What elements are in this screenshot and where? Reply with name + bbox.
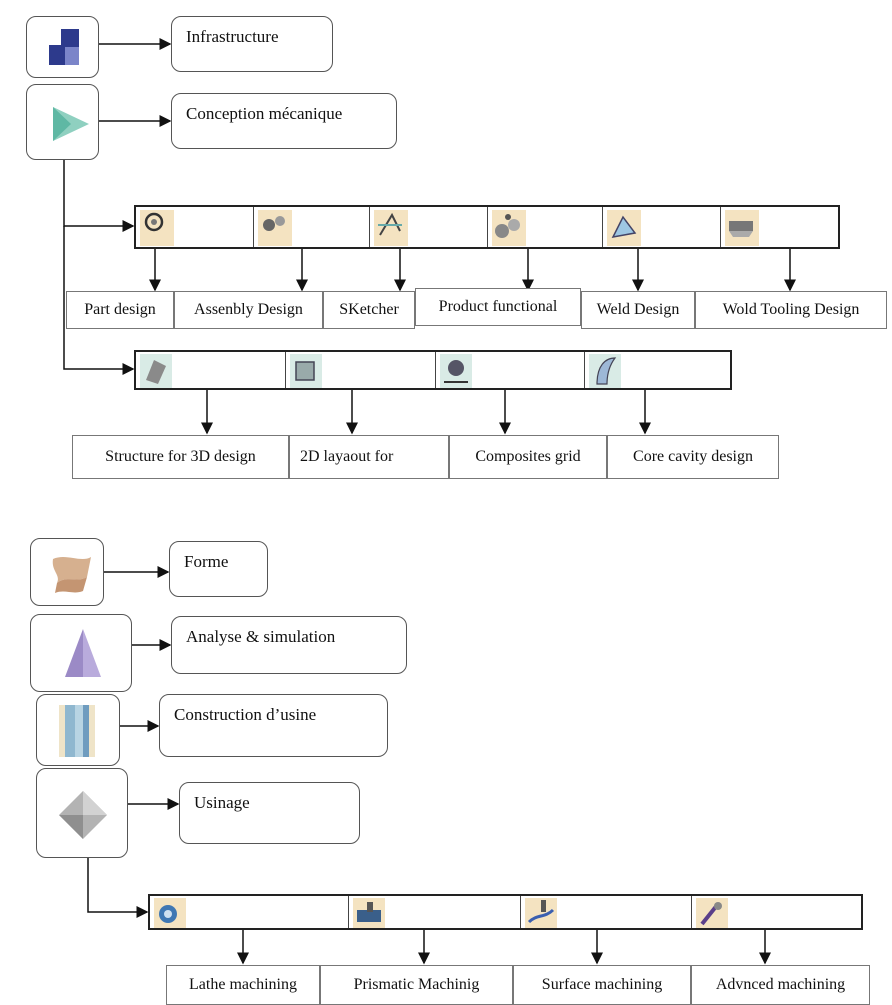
usinage-diamond-icon: [59, 791, 107, 839]
part-design-box[interactable]: Part design: [66, 291, 174, 329]
core-cavity-icon: [588, 354, 621, 388]
structure-icon: [140, 354, 172, 388]
advanced-machining-box[interactable]: Advnced machining: [691, 965, 870, 1005]
arrow-conception-row1: [63, 160, 135, 232]
conception-toolbar-2: [134, 350, 732, 390]
prismatic-machining-box[interactable]: Prismatic Machinig: [320, 965, 513, 1005]
gears-icon: [258, 210, 293, 246]
composites-grid-tool[interactable]: [436, 352, 585, 388]
usinage-label[interactable]: Usinage: [179, 782, 360, 844]
arrow-usinage-row: [87, 858, 149, 918]
gear-icon: [140, 210, 174, 246]
tooling-icon: [724, 210, 759, 246]
2d-layout-tool[interactable]: [286, 352, 436, 388]
weld-design-box[interactable]: Weld Design: [581, 291, 695, 329]
surface-machining-tool[interactable]: [521, 896, 692, 928]
sketch-icon: [374, 210, 408, 246]
arrow-conception-row2: [63, 226, 135, 375]
conception-module-box[interactable]: [26, 84, 99, 160]
construction-module-box[interactable]: [36, 694, 120, 766]
lathe-machining-tool[interactable]: [150, 896, 350, 928]
usinage-toolbar: [148, 894, 863, 930]
weld-design-tool[interactable]: [603, 207, 721, 247]
infrastructure-module-box[interactable]: [26, 16, 99, 78]
forme-label[interactable]: Forme: [169, 541, 268, 597]
lathe-machining-box[interactable]: Lathe machining: [166, 965, 320, 1005]
analyse-module-box[interactable]: [30, 614, 132, 692]
sketcher-tool[interactable]: [370, 207, 488, 247]
prismatic-icon: [353, 898, 386, 928]
infrastructure-icon: [49, 29, 79, 65]
core-cavity-tool[interactable]: [585, 352, 730, 388]
surface-icon: [525, 898, 558, 928]
analyse-label[interactable]: Analyse & simulation: [171, 616, 407, 674]
forme-module-box[interactable]: [30, 538, 104, 606]
assembly-design-box[interactable]: Assenbly Design: [174, 291, 323, 329]
weld-icon: [607, 210, 642, 246]
wold-tooling-design-box[interactable]: Wold Tooling Design: [695, 291, 887, 329]
core-cavity-box[interactable]: Core cavity design: [607, 435, 779, 479]
sketcher-box[interactable]: SKetcher: [323, 291, 415, 329]
structure-3d-box[interactable]: Structure for 3D design: [72, 435, 289, 479]
product-functional-tool[interactable]: [488, 207, 604, 247]
prismatic-machining-tool[interactable]: [349, 896, 522, 928]
conception-triangle-icon: [53, 107, 89, 141]
layout-icon: [290, 354, 323, 388]
analyse-pyramid-icon: [65, 629, 101, 677]
construction-label[interactable]: Construction d’usine: [159, 694, 388, 757]
structure-3d-tool[interactable]: [136, 352, 287, 388]
conception-toolbar-1: [134, 205, 840, 249]
infrastructure-label[interactable]: Infrastructure: [171, 16, 333, 72]
usinage-module-box[interactable]: [36, 768, 128, 858]
surface-machining-box[interactable]: Surface machining: [513, 965, 691, 1005]
part-design-tool[interactable]: [136, 207, 255, 247]
composites-grid-box[interactable]: Composites grid: [449, 435, 607, 479]
functional-gears-icon: [491, 210, 526, 246]
forme-shape-icon: [52, 557, 91, 593]
conception-label[interactable]: Conception mécanique: [171, 93, 397, 149]
2d-layout-box[interactable]: 2D layaout for: [289, 435, 449, 479]
lathe-icon: [154, 898, 186, 928]
advanced-icon: [695, 898, 728, 928]
advanced-machining-tool[interactable]: [692, 896, 861, 928]
assembly-design-tool[interactable]: [254, 207, 370, 247]
wold-tooling-design-tool[interactable]: [721, 207, 838, 247]
composites-icon: [439, 354, 472, 388]
construction-columns-icon: [59, 705, 95, 757]
product-functional-box[interactable]: Product functional: [415, 288, 581, 326]
